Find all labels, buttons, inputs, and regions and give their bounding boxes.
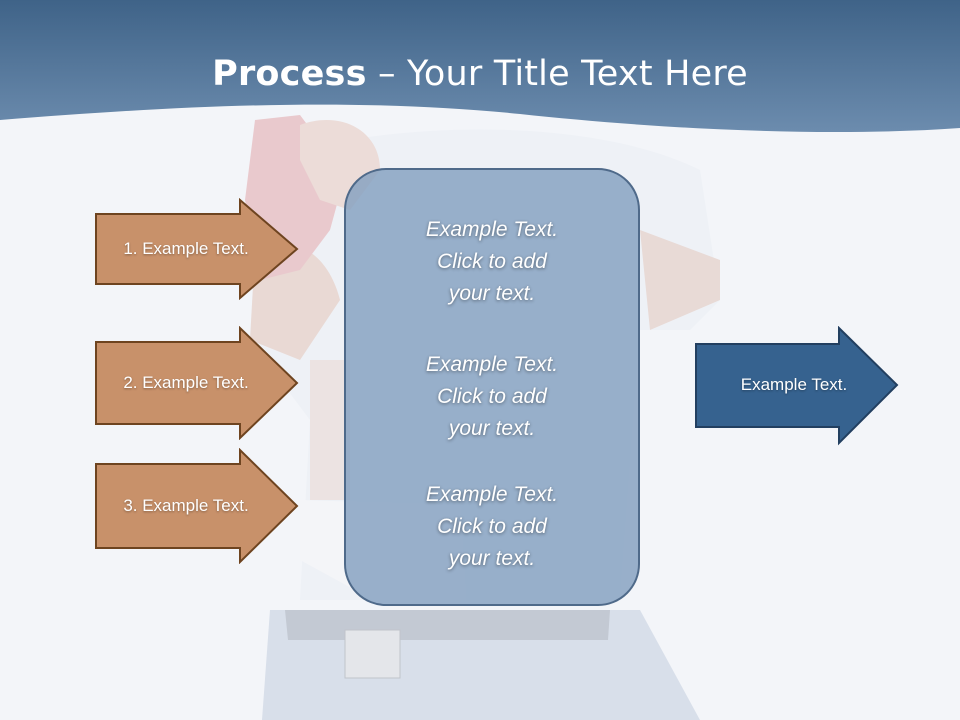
center-item-1-line-2: Click to add [437, 250, 547, 273]
left-arrow-1-label: 1. Example Text. [123, 239, 249, 258]
right-arrow-label: Example Text. [740, 375, 848, 394]
center-item-3-line-1: Example Text. [425, 483, 559, 506]
center-text-box[interactable]: Example Text. Click to add your text. Ex… [344, 168, 640, 606]
right-arrow[interactable]: Example Text. [694, 326, 900, 446]
arrow-right-shape [95, 198, 299, 300]
center-item-2-line-1: Example Text. [425, 353, 559, 376]
center-item-1-line-3: your text. [448, 282, 536, 305]
left-arrow-3-label: 3. Example Text. [123, 496, 249, 515]
center-item-3-line-2: Click to add [437, 515, 547, 538]
center-item-1-line-1: Example Text. [425, 218, 559, 241]
title-separator: – [366, 54, 407, 94]
title-rest: Your Title Text Here [406, 54, 748, 94]
center-item-2: Example Text. Click to add your text. [346, 349, 638, 445]
center-item-1: Example Text. Click to add your text. [346, 214, 638, 310]
center-item-2-line-3: your text. [448, 417, 536, 440]
arrow-right-shape [695, 326, 899, 446]
header-band [0, 0, 960, 133]
arrow-right-shape [95, 448, 299, 564]
left-arrow-1[interactable]: 1. Example Text. [94, 198, 300, 300]
left-arrow-2[interactable]: 2. Example Text. [94, 326, 300, 440]
center-item-3: Example Text. Click to add your text. [346, 479, 638, 575]
center-item-3-line-3: your text. [448, 547, 536, 570]
slide-title[interactable]: Process – Your Title Text Here [0, 52, 960, 96]
title-bold: Process [212, 54, 367, 94]
arrow-right-shape [95, 326, 299, 440]
center-item-2-line-2: Click to add [437, 385, 547, 408]
left-arrow-3[interactable]: 3. Example Text. [94, 448, 300, 564]
left-arrow-2-label: 2. Example Text. [123, 373, 249, 392]
